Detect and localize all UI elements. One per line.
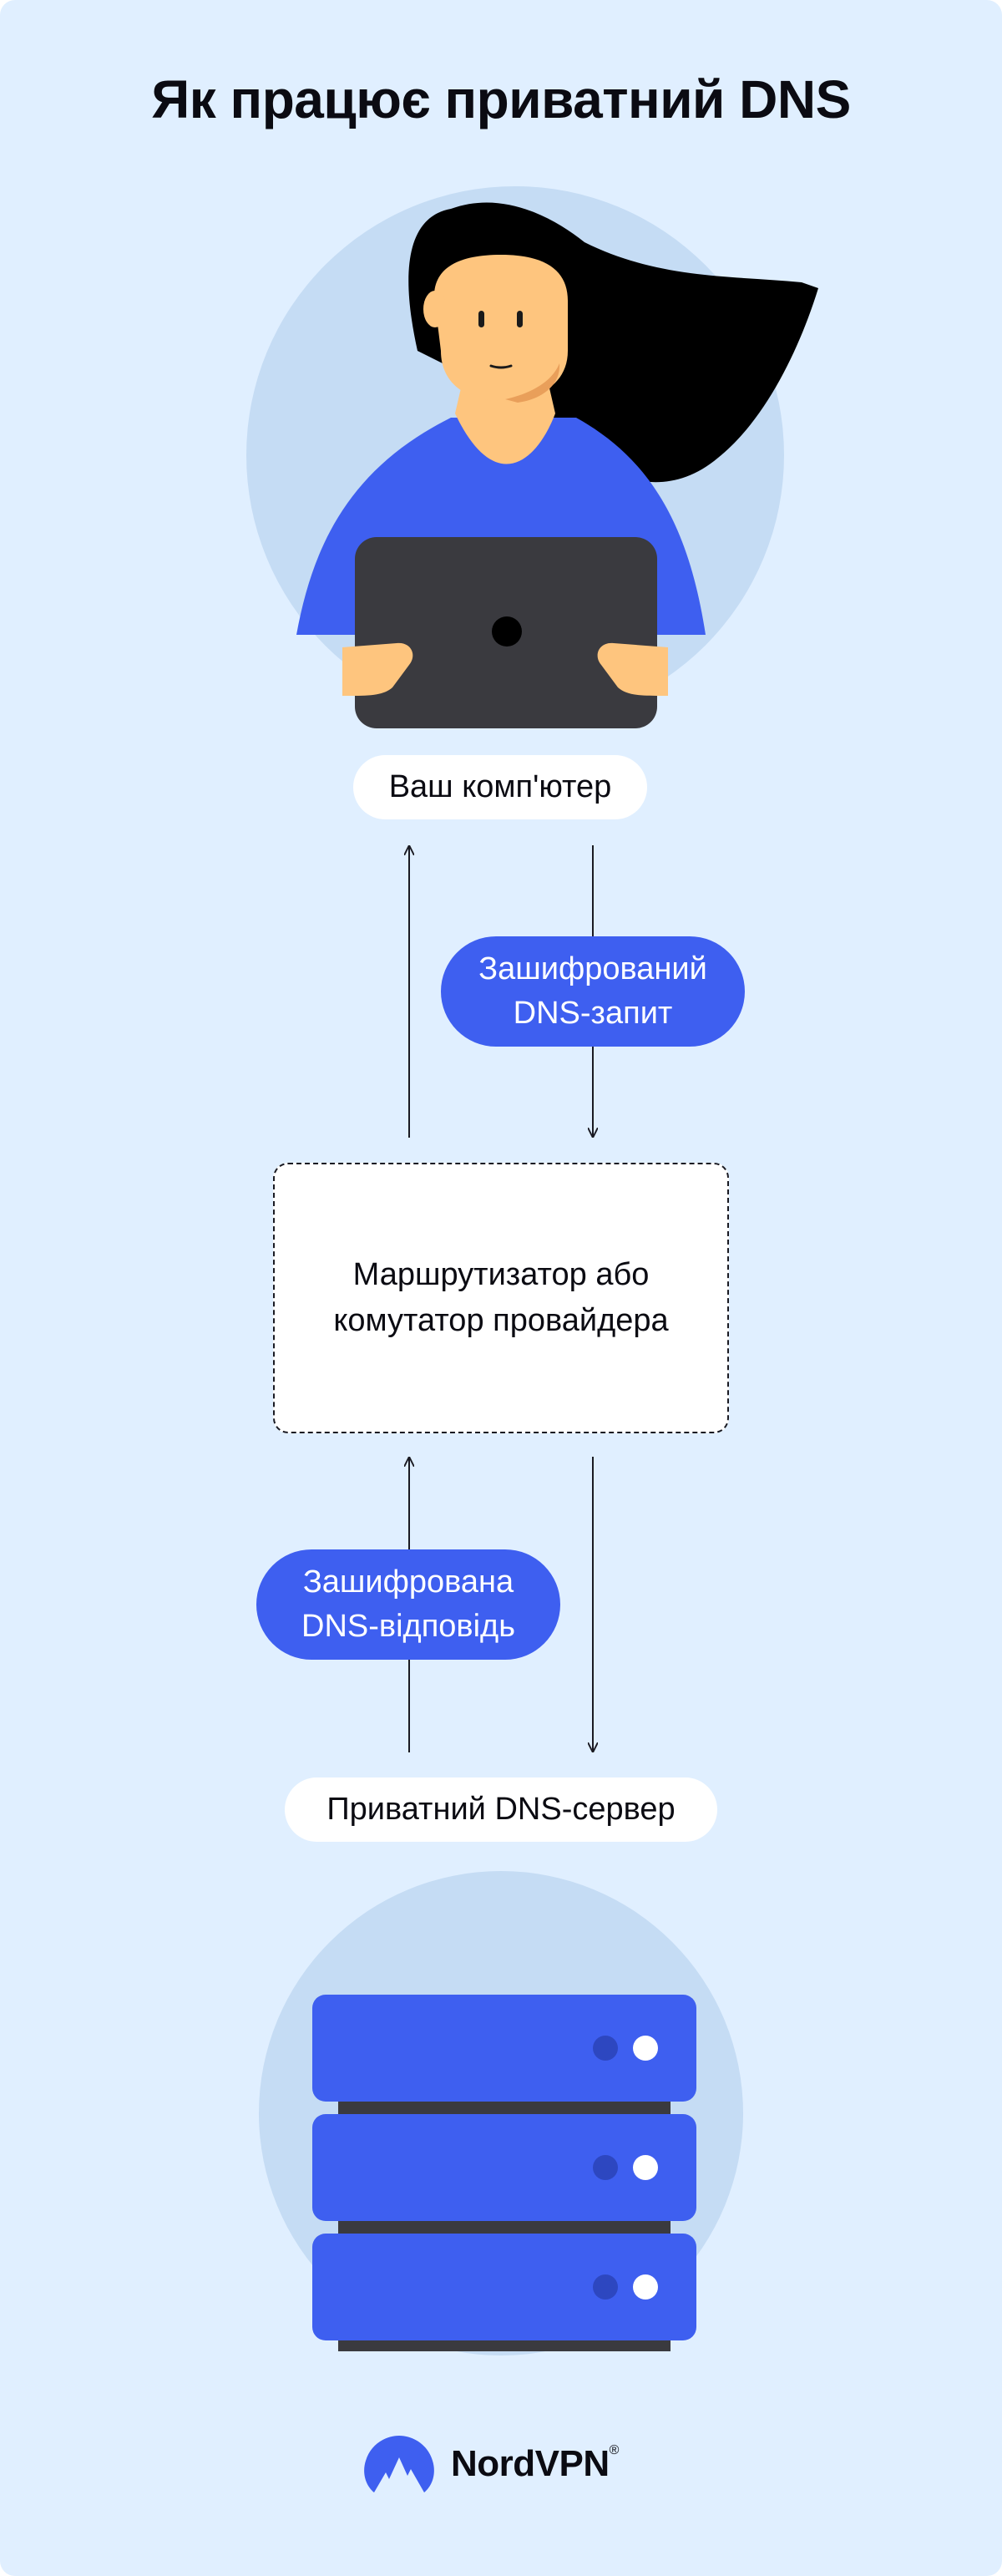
server-rack-illustration (259, 1871, 743, 2355)
server-unit (312, 2114, 696, 2221)
nordvpn-logo: NordVPN® (362, 2431, 619, 2497)
request-label-line2: DNS-запит (513, 996, 673, 1031)
mouth (489, 364, 513, 369)
chin-shadow (505, 363, 560, 403)
request-label-line1: Зашифрований (478, 951, 707, 986)
server-led-dark (593, 2155, 618, 2180)
person-with-laptop-illustration (246, 186, 818, 728)
server-led-dark (593, 2274, 618, 2300)
brand-name-text: NordVPN (451, 2443, 610, 2484)
router-label-line1: Маршрутизатор або (352, 1256, 650, 1292)
server-led-light (633, 2155, 658, 2180)
server-led-light (633, 2036, 658, 2061)
page-title: Як працює приватний DNS (151, 69, 851, 129)
face (434, 255, 568, 401)
server-led-light (633, 2274, 658, 2300)
left-eye (478, 311, 484, 327)
laptop-camera-dot (492, 616, 522, 647)
server-led-dark (593, 2036, 618, 2061)
router-node: Маршрутизатор або комутатор провайдера (273, 1163, 729, 1433)
server-label: Приватний DNS-сервер (326, 1792, 676, 1827)
right-hand (597, 642, 668, 696)
encrypted-request-bubble: Зашифрований DNS-запит (441, 936, 745, 1047)
server-unit (312, 1995, 696, 2102)
right-eye (517, 311, 523, 327)
trademark-symbol: ® (609, 2443, 620, 2457)
brand-name: NordVPN® (451, 2443, 619, 2485)
encrypted-response-bubble: Зашифрована DNS-відповідь (256, 1549, 560, 1660)
server-unit (312, 2234, 696, 2340)
nordvpn-mountain-icon (364, 2436, 434, 2492)
ear (423, 291, 447, 327)
router-label-line2: комутатор провайдера (333, 1303, 669, 1338)
response-label-line2: DNS-відповідь (301, 1609, 515, 1644)
left-hand (342, 642, 413, 696)
response-label-line1: Зашифрована (302, 1564, 514, 1600)
computer-label: Ваш комп'ютер (388, 769, 612, 804)
computer-node: Ваш комп'ютер (353, 755, 647, 819)
server-node: Приватний DNS-сервер (285, 1777, 717, 1842)
